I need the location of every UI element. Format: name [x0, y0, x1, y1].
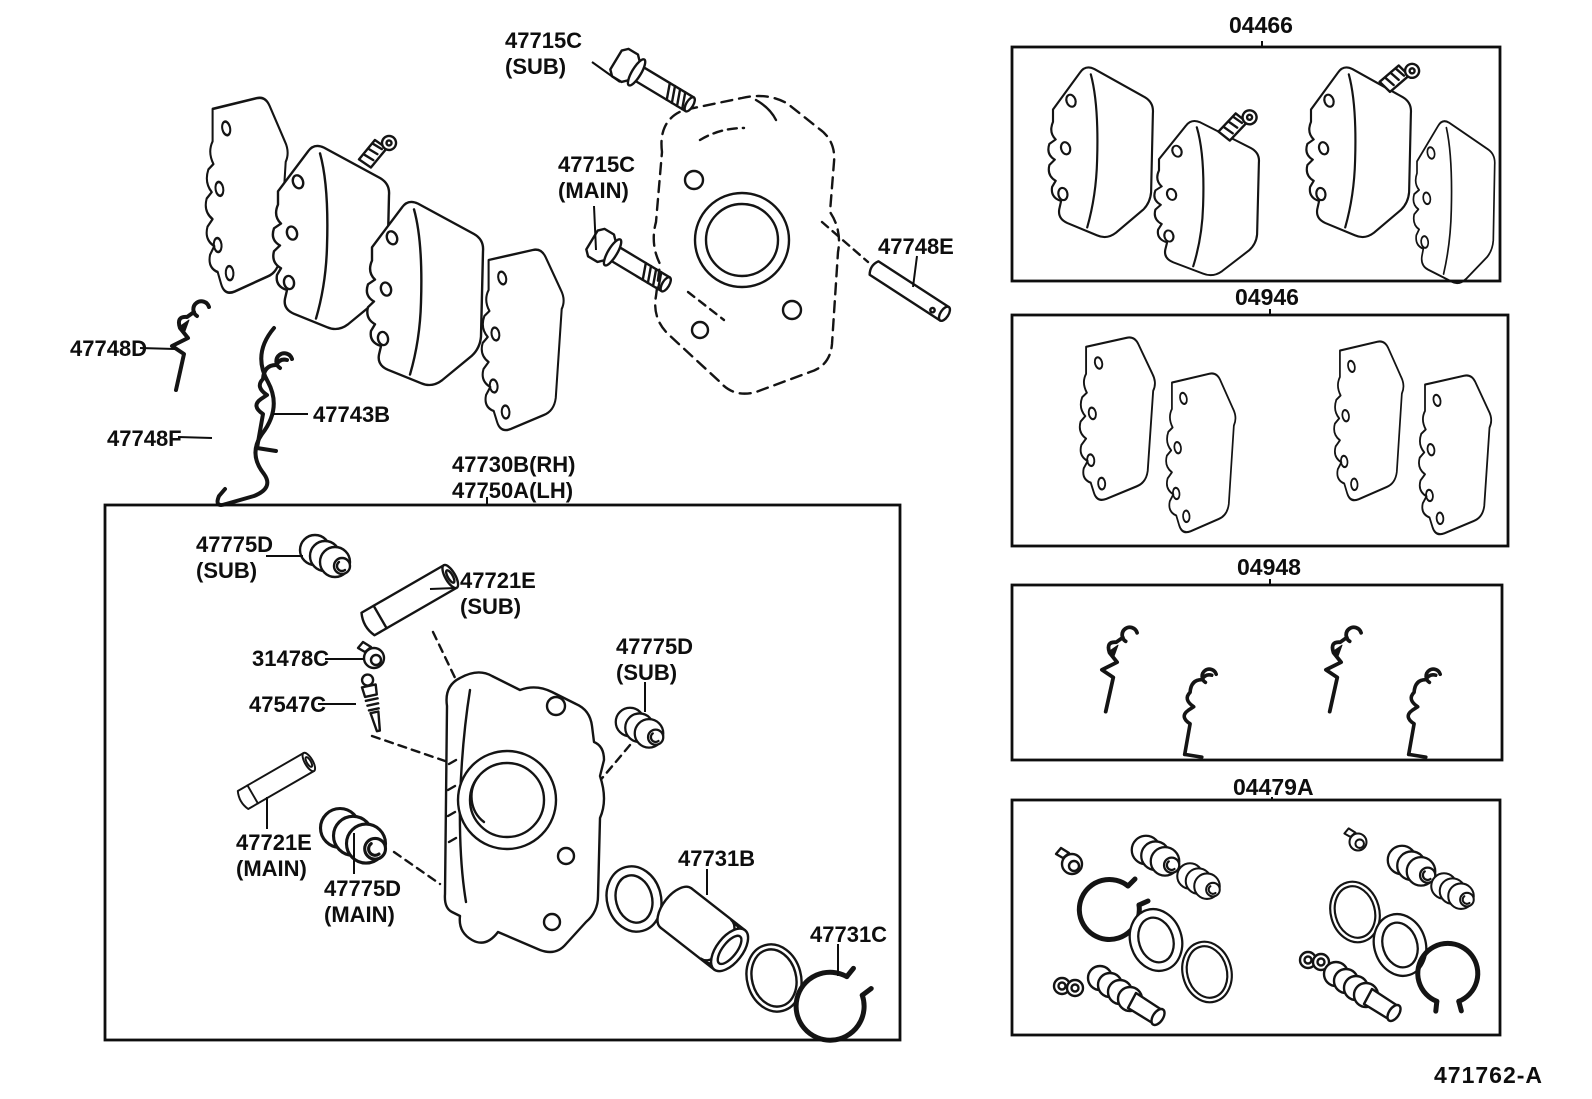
leader-lines	[139, 41, 1273, 976]
part-variant: (MAIN)	[236, 855, 307, 881]
part-label-47775d-sub-1: 47775D(SUB)	[196, 532, 273, 583]
kit-04946-drawing	[1078, 336, 1493, 536]
part-variant: (SUB)	[616, 659, 678, 685]
part-label-47748d: 47748D	[70, 336, 147, 362]
kit-label-04948: 04948	[1237, 554, 1301, 580]
part-label-47743b: 47743B	[313, 402, 390, 428]
kit-04466-box	[1010, 45, 1502, 283]
part-label-47775d-main: 47775D(MAIN)	[324, 876, 401, 927]
assembly-code-lh: 47750A(LH)	[452, 477, 574, 503]
part-label-47721e-sub: 47721E(SUB)	[460, 568, 536, 619]
kit-04948-box	[1010, 583, 1504, 762]
kit-04466-drawing	[1047, 60, 1496, 285]
part-code: 47775D	[196, 532, 274, 557]
part-code: 31478C	[252, 646, 330, 671]
part-code: 47721E	[460, 568, 536, 593]
spring-47748f-drawing	[215, 326, 276, 507]
part-variant: (SUB)	[196, 557, 258, 583]
part-code: 47715C	[558, 152, 636, 177]
part-label-47721e-main: 47721E(MAIN)	[236, 830, 312, 881]
part-variant: (MAIN)	[558, 177, 629, 203]
kit-04946-box	[1010, 313, 1510, 548]
kit-label-04479a: 04479A	[1233, 774, 1314, 800]
part-label-47547c: 47547C	[249, 692, 326, 718]
assembly-label: 47730B(RH)47750A(LH)	[452, 452, 576, 503]
part-label-47715c-main: 47715C(MAIN)	[558, 152, 635, 203]
drawing-number: 471762-A	[1434, 1062, 1544, 1088]
part-code: 47731B	[678, 846, 756, 871]
part-label-31478c: 31478C	[252, 646, 329, 672]
kit-04948-drawing	[1100, 625, 1442, 759]
part-code: 47721E	[236, 830, 312, 855]
pin-47748e-drawing	[820, 220, 954, 324]
part-variant: (SUB)	[460, 593, 522, 619]
main-assembly-box	[103, 503, 902, 1042]
part-label-47715c-sub: 47715C(SUB)	[505, 28, 582, 79]
caliper-assembly-drawing	[234, 533, 879, 1046]
part-code: 47748F	[107, 426, 182, 451]
bolt-47715c-main-drawing	[582, 225, 726, 322]
part-label-47775d-sub-2: 47775D(SUB)	[616, 634, 693, 685]
kit-label-04946: 04946	[1235, 284, 1299, 310]
part-code: 47731C	[810, 922, 888, 947]
part-code: 47715C	[505, 28, 583, 53]
part-variant: (MAIN)	[324, 901, 395, 927]
part-code: 47775D	[324, 876, 402, 901]
kit-04479a-box	[1010, 798, 1502, 1037]
part-code: 47775D	[616, 634, 694, 659]
clip-47748d-drawing	[170, 299, 211, 392]
part-code: 47547C	[249, 692, 327, 717]
part-code: 47748E	[878, 234, 954, 259]
assembly-code-rh: 47730B(RH)	[452, 452, 576, 477]
part-variant: (SUB)	[505, 53, 567, 79]
caliper-bracket-drawing	[652, 94, 841, 395]
part-label-47731c: 47731C	[810, 922, 887, 948]
kit-04479a-drawing	[1052, 827, 1489, 1029]
part-label-47748f: 47748F	[107, 426, 182, 452]
part-label-47748e: 47748E	[878, 234, 954, 260]
bolt-47715c-sub-drawing	[606, 45, 703, 122]
kit-label-04466: 04466	[1229, 12, 1293, 38]
part-code: 47743B	[313, 402, 391, 427]
part-code: 47748D	[70, 336, 148, 361]
part-label-47731b: 47731B	[678, 846, 755, 872]
